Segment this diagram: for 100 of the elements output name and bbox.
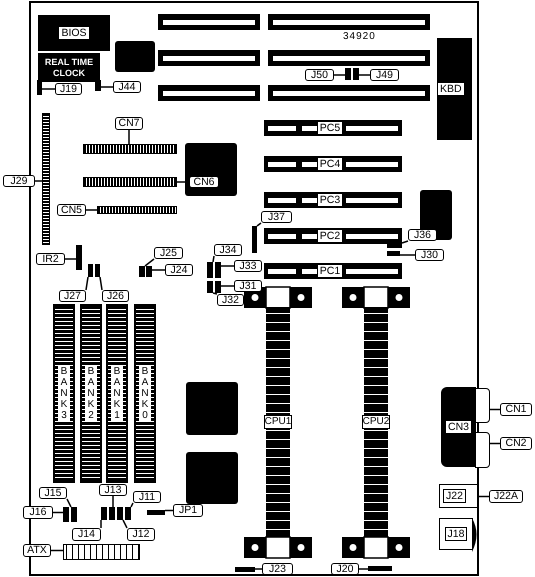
jumper [63,507,69,522]
leader-line [334,74,345,76]
leader-line [112,496,114,507]
callout-label: J44 [113,81,141,93]
callout-label: J14 [72,528,101,541]
callout-label: J23 [262,563,293,575]
leader-line [99,276,103,290]
slot-label: BANK2 [85,365,97,422]
callout-label: IR2 [36,253,65,265]
memory-slot [80,304,102,483]
callout-label: J13 [99,484,127,496]
keyboard-connector [437,38,472,140]
leader-line [212,256,215,262]
leader-line [478,496,489,498]
chip-label: REAL TIME CLOCK [44,57,94,78]
connector-label: J18 [444,526,468,542]
board-number: 34920 [343,31,376,42]
leader-line [402,240,408,244]
leader-line [86,209,97,211]
pin-header [83,144,177,154]
slot-label: PC2 [316,228,344,244]
leader-line [85,276,89,290]
expansion-slot [264,228,402,244]
callout-label: J30 [415,249,444,261]
pin-header [97,206,177,214]
leader-line [490,442,500,444]
expansion-slot [264,156,402,172]
jumper [147,510,165,515]
callout-label: CN2 [500,437,532,450]
slot-label: PC4 [316,156,344,172]
callout-label: CN5 [57,204,86,216]
jumper [387,251,400,256]
leader-line [359,568,368,570]
pin-header [83,177,177,187]
callout-label: J29 [3,175,35,187]
jumper [345,68,351,80]
jumper [37,80,42,95]
leader-line [400,254,415,256]
leader-line [100,520,102,528]
slot-label: BANK3 [58,365,70,422]
chip [38,15,110,51]
leader-line [51,550,63,552]
slot-label: PC5 [316,120,344,136]
slot-label: PC3 [316,192,344,208]
slot-label: BANK0 [139,365,151,422]
memory-slot [106,304,128,483]
jumper [353,68,359,80]
jumper [235,567,255,572]
callout-label: J22A [489,490,523,503]
callout-label: J25 [154,247,183,259]
memory-slot [134,304,156,483]
connector-label: CN3 [444,420,472,434]
slot-label: BANK1 [111,365,123,422]
jumper [125,507,131,520]
leader-line [101,86,113,88]
callout-label: J33 [234,260,262,272]
callout-label: CN7 [115,117,143,130]
callout-label: J32 [217,294,244,306]
callout-label: J34 [214,244,242,256]
callout-label: J20 [331,563,359,575]
jumper [76,245,82,270]
slot-label: CPU2 [362,415,390,429]
callout-label: J26 [102,290,129,302]
jumper [207,262,213,278]
jumper [117,507,123,520]
jumper [95,80,101,91]
chip [38,53,100,82]
leader-line [128,130,130,144]
jumper [139,266,145,277]
connector-label: KBD [437,82,465,96]
expansion-slot [264,120,402,136]
cpu-slot [266,307,290,537]
port-connector [441,387,476,467]
port-connector [475,388,490,423]
callout-label: J50 [305,69,334,81]
callout-label: J11 [133,491,161,503]
leader-line [65,258,76,260]
leader-line [212,292,218,295]
jumper [95,264,100,277]
expansion-slot [264,192,402,208]
leader-line [221,265,234,267]
jumper [215,281,221,293]
callout-label: J36 [408,229,437,241]
callout-label: CN6 [189,176,219,188]
callout-label: J27 [59,290,86,302]
port-connector [439,518,473,550]
callout-label: J15 [39,487,67,499]
jumper [109,507,115,520]
leader-line [256,222,262,227]
leader-line [221,285,234,287]
callout-label: J16 [23,506,53,519]
leader-line [490,408,500,410]
callout-label: J19 [55,83,82,95]
port-connector [439,484,478,508]
jumper [252,226,257,253]
leader-line [165,510,173,512]
chip-label: BIOS [58,26,90,40]
leader-line [42,88,55,90]
expansion-slot [264,263,402,279]
callout-label: J31 [234,280,262,292]
